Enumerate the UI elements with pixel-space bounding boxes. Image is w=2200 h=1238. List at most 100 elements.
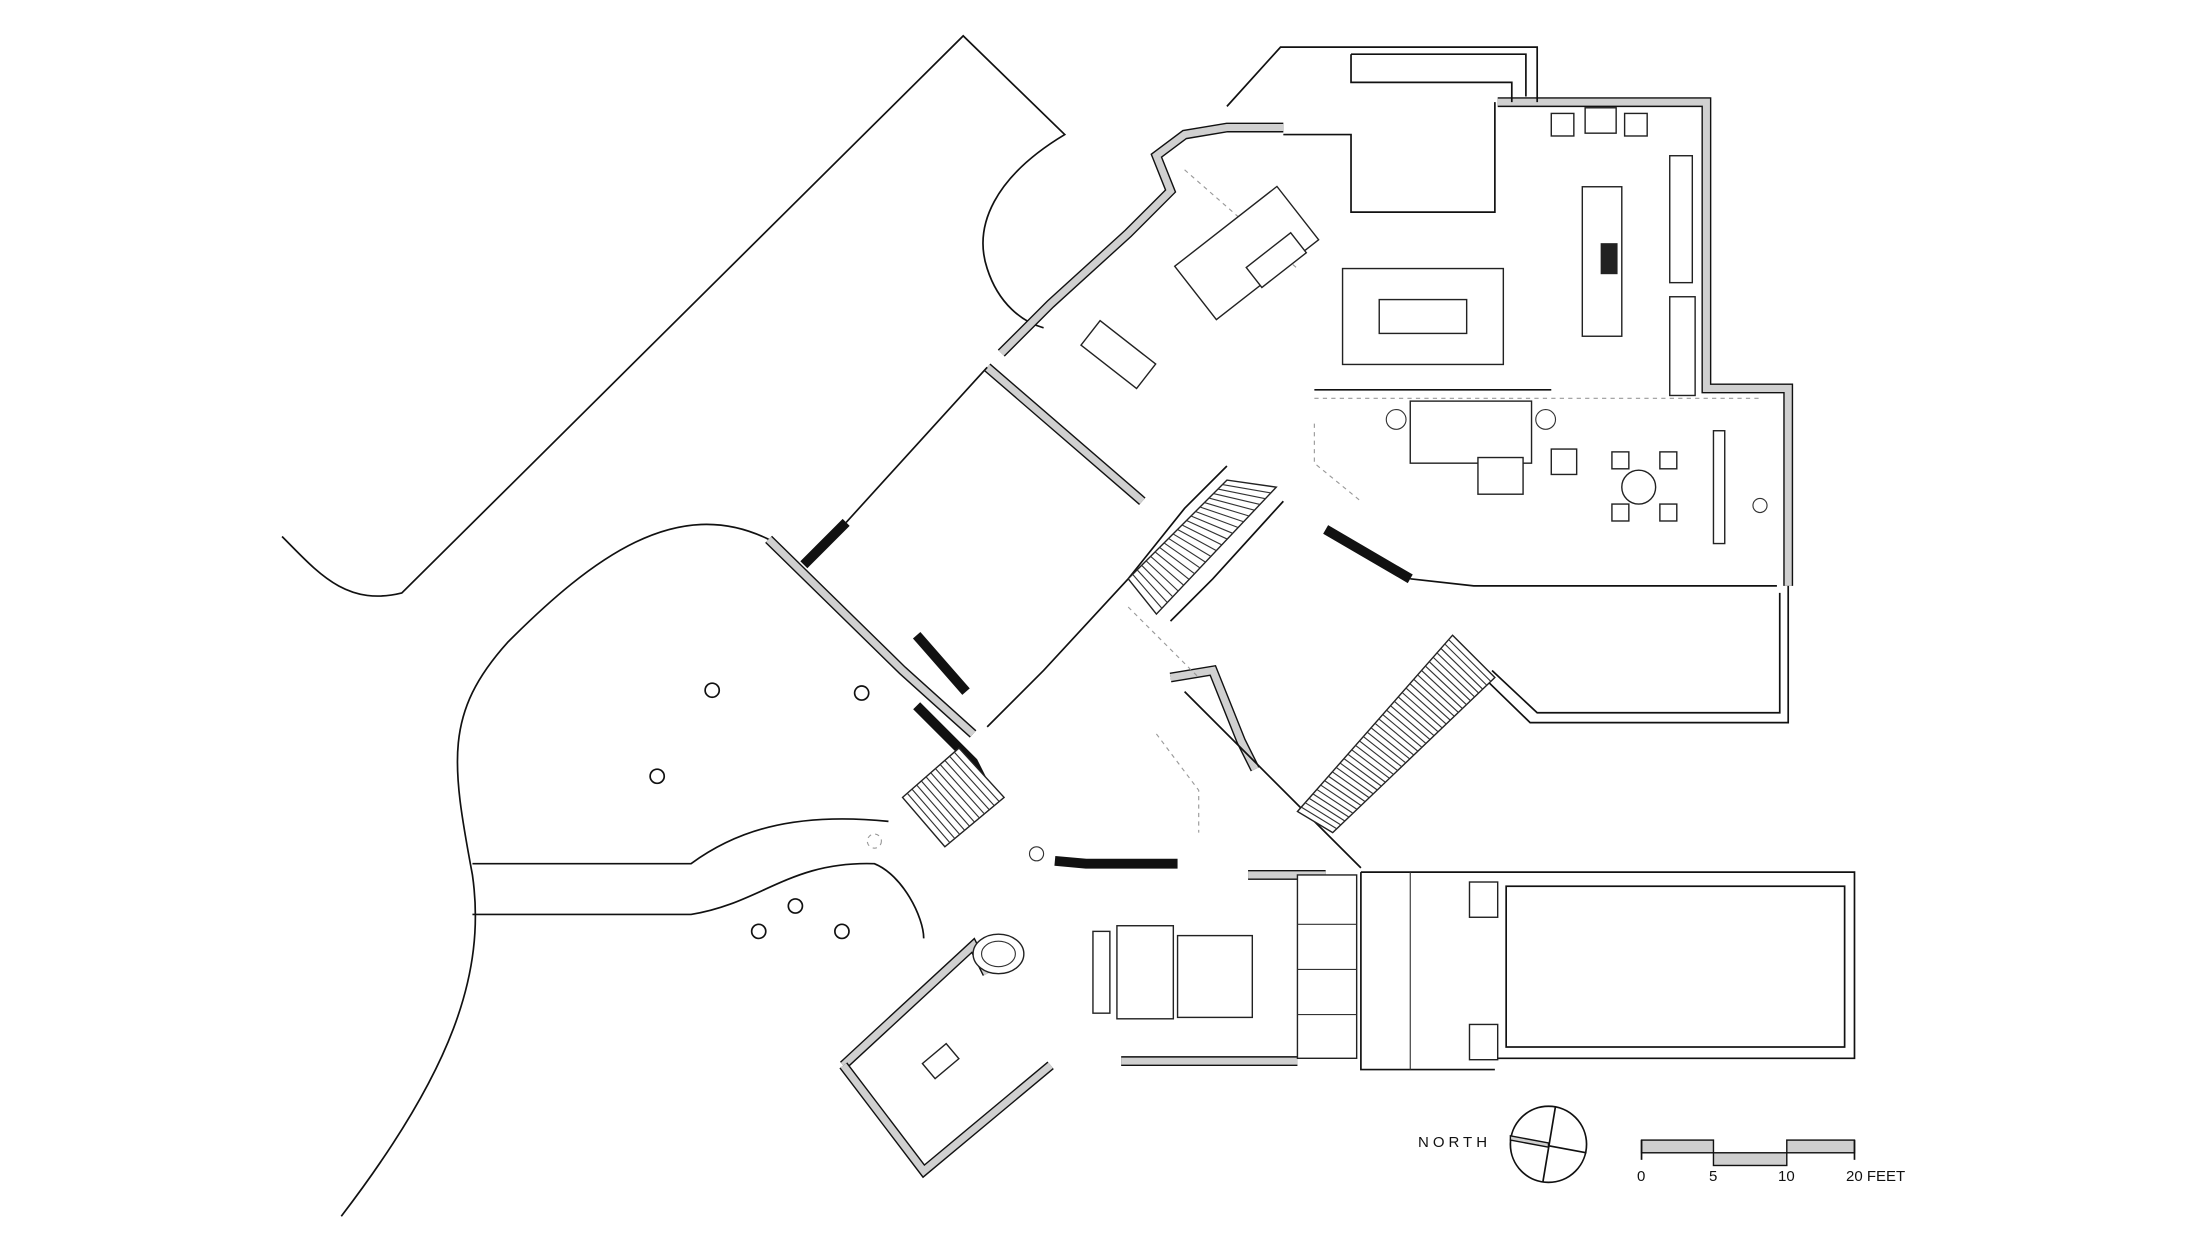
stair-tread (1382, 714, 1423, 748)
stair-tread (1363, 736, 1402, 768)
stair-tread (1386, 709, 1427, 744)
scale-tick-20-feet: 20 FEET (1846, 1168, 1906, 1185)
stair-tread (1417, 674, 1459, 713)
stair-tread (1413, 678, 1455, 717)
lawn-area (340, 523, 925, 1217)
tree-marker (834, 923, 850, 940)
stair-tread (1374, 722, 1415, 756)
stair-tread (1405, 687, 1447, 725)
stair-tread (925, 776, 970, 827)
stair-tread (1199, 506, 1244, 523)
tree-marker (750, 923, 767, 940)
stair-tread (953, 751, 1000, 802)
stair-tread (939, 764, 985, 815)
sofa (1409, 400, 1533, 464)
north-arrow (1509, 1105, 1588, 1184)
stair-tread (1339, 762, 1378, 791)
stair-tread (930, 772, 975, 823)
stair-tread (1195, 510, 1239, 529)
stair-tread (1150, 555, 1185, 586)
stair-tread (1428, 661, 1471, 702)
stair-tread (1213, 493, 1261, 505)
stair-tread (1359, 740, 1398, 772)
stair-tread (1316, 788, 1354, 814)
stair-tread (1208, 497, 1255, 511)
stair-tread (1390, 705, 1431, 741)
scale-tick-0: 0 (1637, 1168, 1646, 1185)
stair-tread (1204, 501, 1250, 517)
stair-tread (1335, 766, 1374, 795)
tree-marker (853, 685, 870, 701)
stair-tread (1168, 537, 1206, 563)
bathroom-vanity (1116, 925, 1175, 1020)
scale-tick-5: 5 (1709, 1168, 1718, 1185)
stair-tread (1432, 656, 1475, 698)
structure-lines (845, 46, 1856, 1071)
bathtub (972, 933, 1025, 975)
stair-tread (1163, 542, 1201, 569)
stair-tread (911, 788, 956, 839)
bed (1176, 934, 1254, 1019)
round-table (1621, 469, 1657, 505)
stair-tread (1370, 727, 1411, 760)
pool-steps (1468, 881, 1499, 1061)
bench (1080, 319, 1157, 390)
stair-tread (906, 792, 951, 844)
stair-tread (1132, 573, 1163, 609)
stair-tread (1421, 670, 1463, 709)
furniture (921, 107, 1768, 1080)
stair-tread (1397, 696, 1439, 733)
tree-marker (649, 768, 666, 785)
stair-tread (1343, 758, 1382, 787)
stair-tread (1394, 700, 1435, 737)
stair-tread (920, 780, 966, 831)
stair-tread (1324, 780, 1362, 806)
stair-tread (1190, 515, 1233, 534)
north-label: NORTH (1418, 1134, 1492, 1151)
stair-tread (1308, 797, 1346, 822)
stair-tread (1351, 749, 1390, 779)
stair-tread (1436, 652, 1480, 694)
kitchen-cabinet (1669, 296, 1696, 397)
stair-tread (1312, 793, 1350, 818)
stair-tread (1444, 643, 1488, 686)
stair-tread (1301, 806, 1338, 830)
coffee-table (1477, 456, 1524, 495)
stair-tread (1304, 802, 1342, 826)
stair-tread (916, 784, 961, 835)
kitchen-counter (1669, 155, 1694, 284)
stair-tread (1401, 692, 1443, 729)
dining-table (1378, 298, 1468, 335)
scale-bar (1640, 1139, 1856, 1167)
stair-tread (1172, 533, 1212, 557)
stair-tread (1332, 771, 1370, 799)
swimming-pool (1505, 885, 1846, 1048)
cooktop (1600, 243, 1618, 275)
stair-tread (935, 768, 980, 819)
site-boundary (281, 34, 1067, 597)
stair-tread (949, 755, 995, 807)
stair-tread (1186, 519, 1228, 540)
stair-tread (1136, 569, 1168, 603)
stair-tread (1159, 546, 1195, 575)
living-sofa (1245, 231, 1308, 289)
stair-tread (1217, 488, 1266, 500)
stair-tread (1425, 665, 1467, 706)
stair-tread (1448, 639, 1492, 682)
exterior-stair (1296, 634, 1496, 834)
stair-tread (944, 760, 990, 811)
stair-tread (1440, 648, 1484, 690)
daybeds (1296, 874, 1358, 1059)
stair-tread (1347, 753, 1386, 783)
stair-tread (1355, 744, 1394, 775)
stair-tread (1181, 524, 1223, 546)
stair-tread (1409, 683, 1451, 721)
stair-tread (1378, 718, 1419, 752)
stair-tread (1320, 784, 1358, 810)
stair-tread (1145, 560, 1179, 592)
stair-tread (1154, 551, 1190, 580)
interior-stair (1127, 479, 1278, 616)
tree-marker (704, 682, 721, 699)
stair-tread (1222, 484, 1271, 494)
